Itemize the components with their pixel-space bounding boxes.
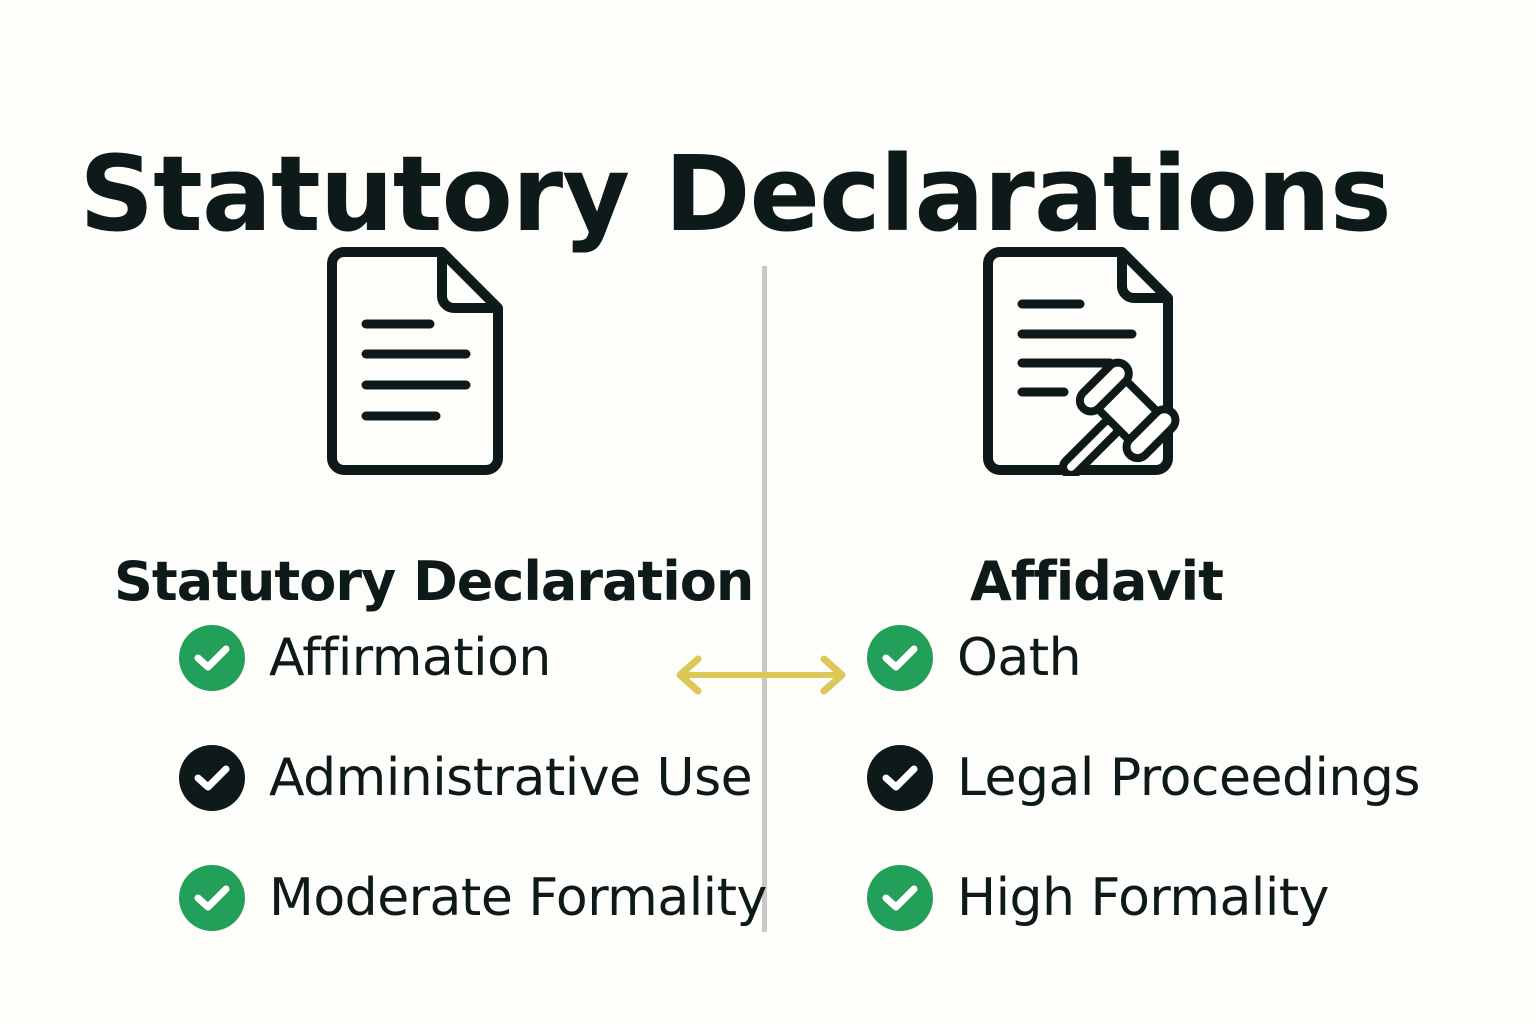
check-circle-icon xyxy=(867,745,933,811)
document-icon xyxy=(326,246,508,481)
item-label: Oath xyxy=(957,628,1082,688)
document-gavel-icon xyxy=(982,246,1197,481)
check-circle-icon xyxy=(179,745,245,811)
statutory-declaration-heading: Statutory Declaration xyxy=(114,549,754,613)
list-item: Administrative Use xyxy=(179,742,753,814)
list-item: High Formality xyxy=(867,862,1329,934)
check-circle-icon xyxy=(179,625,245,691)
list-item: Affirmation xyxy=(179,622,551,694)
check-circle-icon xyxy=(179,865,245,931)
item-label: Legal Proceedings xyxy=(957,748,1420,808)
page-title: Statutory Declarations xyxy=(79,132,1392,255)
item-label: Administrative Use xyxy=(269,748,753,808)
item-label: Moderate Formality xyxy=(269,868,767,928)
item-label: High Formality xyxy=(957,868,1329,928)
item-label: Affirmation xyxy=(269,628,551,688)
check-circle-icon xyxy=(867,865,933,931)
list-item: Oath xyxy=(867,622,1082,694)
list-item: Legal Proceedings xyxy=(867,742,1420,814)
list-item: Moderate Formality xyxy=(179,862,767,934)
double-arrow-icon xyxy=(670,650,852,705)
affidavit-heading: Affidavit xyxy=(970,549,1224,613)
column-divider xyxy=(762,266,767,932)
check-circle-icon xyxy=(867,625,933,691)
